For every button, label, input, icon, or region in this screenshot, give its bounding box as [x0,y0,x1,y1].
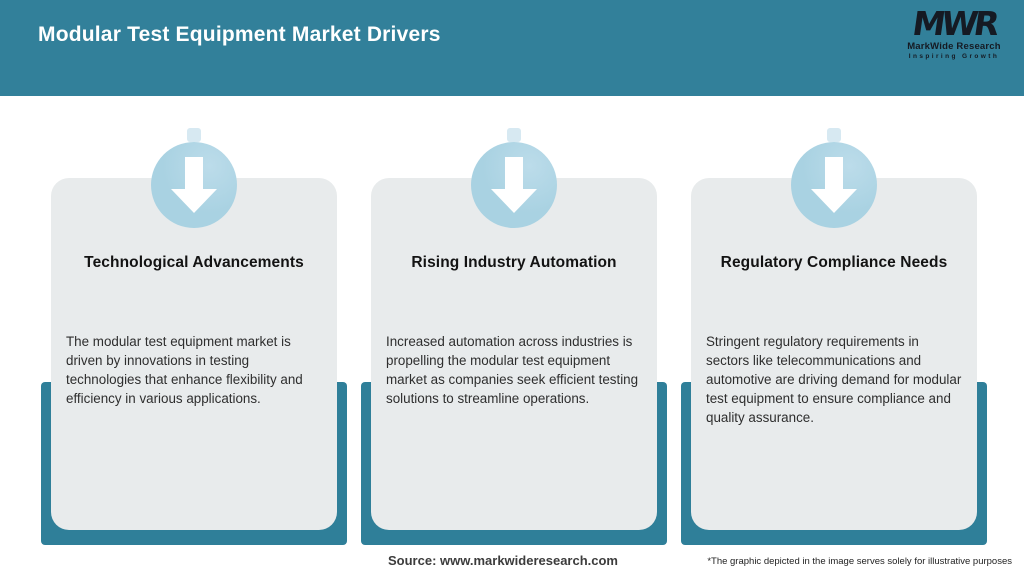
card-title: Rising Industry Automation [411,254,617,271]
down-arrow-icon [171,157,217,213]
logo-company-name: MarkWide Research [907,41,1001,52]
driver-card-technological-advancements: Technological Advancements The modular t… [41,128,347,547]
driver-card-regulatory-compliance-needs: Regulatory Compliance Needs Stringent re… [681,128,987,547]
disclaimer-text: *The graphic depicted in the image serve… [707,556,1012,567]
card-body-text: The modular test equipment market is dri… [66,334,303,406]
driver-card-rising-industry-automation: Rising Industry Automation Increased aut… [361,128,667,547]
arrow-tail-notch [187,128,201,142]
header-band: Modular Test Equipment Market Drivers MW… [0,0,1024,96]
card-surface: Regulatory Compliance Needs Stringent re… [691,178,977,530]
arrow-tail-notch [827,128,841,142]
card-body-text: Increased automation across industries i… [386,334,639,406]
icon-circle [791,142,877,228]
card-surface: Technological Advancements The modular t… [51,178,337,530]
icon-circle [151,142,237,228]
down-arrow-icon [811,157,857,213]
card-surface: Rising Industry Automation Increased aut… [371,178,657,530]
logo-monogram: MWR [910,4,999,43]
card-title: Technological Advancements [84,254,304,271]
down-arrow-icon [491,157,537,213]
card-body-text: Stringent regulatory requirements in sec… [706,334,962,425]
page-title: Modular Test Equipment Market Drivers [38,23,441,46]
markwide-research-logo: MWR MarkWide Research Inspiring Growth [894,4,1014,60]
logo-tagline: Inspiring Growth [908,53,1000,60]
icon-circle [471,142,557,228]
arrow-tail-notch [507,128,521,142]
source-text: Source: www.markwideresearch.com [387,553,619,568]
card-title: Regulatory Compliance Needs [720,254,948,271]
